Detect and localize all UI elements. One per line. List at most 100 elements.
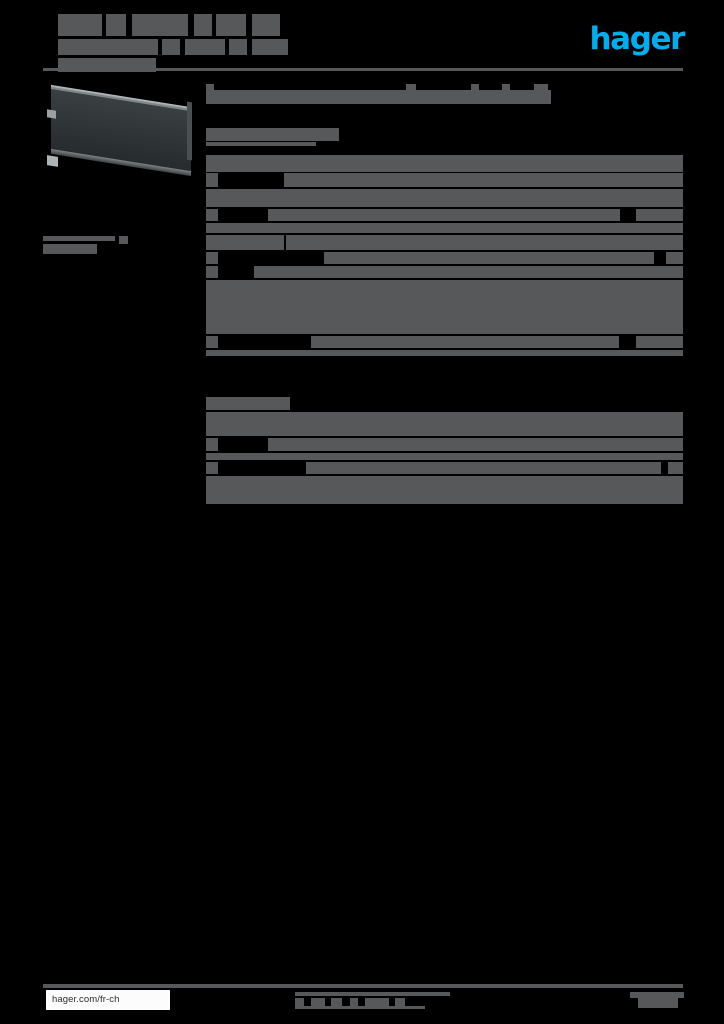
spec-label: [206, 397, 290, 410]
specification-table-primary: [206, 154, 683, 358]
section-heading-primary: [206, 84, 566, 108]
spec-value: [268, 438, 683, 451]
table-row: [206, 235, 683, 252]
spec-label: [206, 173, 218, 187]
header-divider: [43, 68, 683, 71]
table-row: [206, 396, 683, 412]
footer-divider: [43, 984, 683, 988]
footer-text-fragment: [638, 998, 678, 1008]
left-column: [43, 84, 198, 256]
footer-text-fragment: [395, 998, 405, 1006]
specification-table-secondary: [206, 396, 683, 506]
spec-value: [324, 252, 654, 264]
caption-fragment: [119, 236, 128, 244]
table-row: [206, 476, 683, 506]
page-title: [58, 14, 338, 72]
footer-text-fragment: [295, 992, 450, 996]
title-fragment: [216, 14, 246, 36]
table-row: [206, 173, 683, 189]
spec-value-tail: [668, 462, 683, 474]
spec-value: [284, 173, 683, 187]
title-fragment: [132, 14, 188, 36]
table-row: [206, 266, 683, 280]
product-clip-bottom-icon: [47, 155, 58, 167]
spec-label: [206, 350, 683, 356]
heading-fragment: [406, 84, 416, 90]
footer-text-fragment: [295, 998, 304, 1006]
title-fragment: [106, 14, 126, 36]
heading-fragment: [206, 128, 339, 141]
spec-value: [286, 235, 683, 250]
spec-value: [268, 209, 620, 221]
product-right-edge: [187, 101, 192, 161]
caption-fragment: [43, 244, 97, 254]
table-row: [206, 223, 683, 235]
product-image: [43, 84, 198, 182]
spec-label: [206, 235, 284, 250]
spec-label: [206, 209, 218, 221]
spec-label: [206, 266, 218, 278]
page-header: hager: [0, 0, 724, 72]
spec-value-tail: [666, 252, 683, 264]
title-fragment: [229, 39, 247, 55]
table-row: [206, 189, 683, 209]
table-row: [206, 280, 683, 336]
heading-fragment: [502, 84, 510, 90]
spec-label: [206, 280, 683, 334]
title-fragment: [194, 14, 212, 36]
spec-value: [311, 336, 619, 348]
footer-text-fragment: [311, 998, 325, 1006]
spec-value-tail: [636, 209, 683, 221]
table-row: [206, 350, 683, 358]
footer-text-fragment: [630, 992, 684, 998]
heading-fragment: [471, 84, 479, 90]
footer-text-fragment: [350, 998, 358, 1006]
heading-fragment: [206, 142, 316, 146]
footer-text-fragment: [331, 998, 342, 1006]
heading-fragment: [206, 84, 214, 90]
heading-fragment: [206, 90, 551, 104]
table-row: [206, 154, 683, 173]
table-row: [206, 252, 683, 266]
page-title-line-2: [58, 39, 288, 55]
spec-value: [206, 189, 683, 207]
spec-label: [206, 336, 218, 348]
spec-label: [206, 476, 683, 504]
hager-logo: hager: [589, 21, 686, 57]
title-fragment: [162, 39, 180, 55]
table-row: [206, 462, 683, 476]
table-row: [206, 209, 683, 223]
spec-value-tail: [636, 336, 683, 348]
footer-page-number: [630, 992, 684, 1008]
spec-value: [206, 223, 683, 233]
footer-center-text: [295, 992, 450, 1009]
page-footer: hager.com/fr-ch: [0, 962, 724, 1024]
spec-label: [206, 252, 218, 264]
table-row: [206, 412, 683, 438]
spec-label: [206, 462, 218, 474]
table-row: [206, 453, 683, 462]
spec-value: [206, 155, 683, 172]
product-caption: [43, 236, 133, 256]
footer-text-fragment: [295, 1006, 425, 1009]
page-title-line-1: [58, 14, 288, 36]
title-fragment: [58, 39, 158, 55]
title-fragment: [252, 39, 288, 55]
title-fragment: [58, 14, 102, 36]
footer-url[interactable]: hager.com/fr-ch: [52, 994, 120, 1005]
section-heading-secondary: [206, 128, 352, 150]
table-row: [206, 438, 683, 453]
footer-text-fragment: [365, 998, 389, 1006]
spec-label: [206, 453, 683, 460]
main-content: [206, 84, 683, 506]
spec-label: [206, 412, 683, 436]
caption-fragment: [43, 236, 115, 241]
spec-label: [206, 438, 218, 451]
spec-value: [254, 266, 683, 278]
footer-url-box: [46, 990, 170, 1010]
title-fragment: [252, 14, 280, 36]
table-row: [206, 336, 683, 350]
heading-fragment: [534, 84, 548, 90]
product-clip-top-icon: [47, 109, 56, 119]
